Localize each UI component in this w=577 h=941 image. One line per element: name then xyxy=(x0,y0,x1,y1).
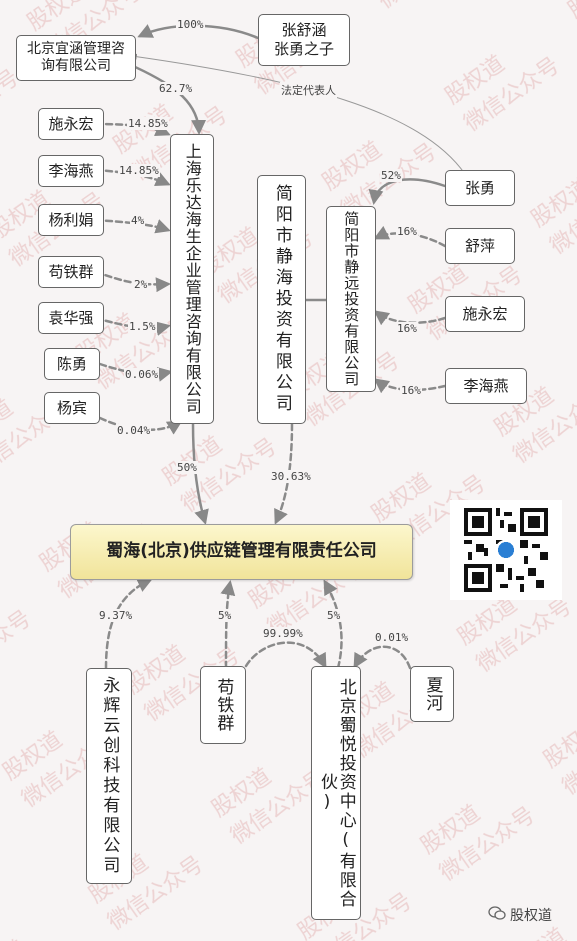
edge-zy-jyjy xyxy=(368,178,447,205)
label-50pct: 50% xyxy=(176,461,198,474)
label-0-06pct: 0.06% xyxy=(124,368,160,381)
edge-gtq2-bjsy xyxy=(244,641,327,669)
label-14-85pct-a: 14.85% xyxy=(127,117,169,130)
node-shanghai-leda[interactable]: 上海乐达海生企业管理咨询有限公司 xyxy=(170,134,214,424)
node-gou-tiequn-2[interactable]: 苟铁群 xyxy=(200,666,246,744)
edge-shld-main xyxy=(191,422,209,525)
edge-jyjh-main xyxy=(274,422,294,525)
node-shuhai-main-company[interactable]: 蜀海(北京)供应链管理有限责任公司 xyxy=(70,524,413,580)
edge-syh2-jyjy xyxy=(373,310,447,326)
edge-yhy-main xyxy=(104,578,153,670)
brand-footer: 股权道 xyxy=(488,905,552,925)
label-legal-representative: 法定代表人 xyxy=(280,82,337,98)
label-4pct: 4% xyxy=(130,214,146,227)
node-gou-tiequn-1[interactable]: 苟铁群 xyxy=(38,256,104,288)
label-16pct-c: 16% xyxy=(400,384,422,397)
node-jianyang-jinghai[interactable]: 简阳市静海投资有限公司 xyxy=(257,175,306,424)
node-zhang-shuhan[interactable]: 张舒涵 张勇之子 xyxy=(258,14,350,66)
node-shi-yonghong-2[interactable]: 施永宏 xyxy=(445,296,525,332)
qr-code-image xyxy=(464,508,548,592)
label-1-5pct: 1.5% xyxy=(128,320,157,333)
wechat-icon xyxy=(488,906,506,924)
qr-code xyxy=(450,500,562,600)
label-16pct-a: 16% xyxy=(396,225,418,238)
edge-xh-bjsy xyxy=(353,645,412,670)
edge-gtq1-shld xyxy=(94,270,171,293)
node-shi-yonghong-1[interactable]: 施永宏 xyxy=(38,108,104,140)
node-yonghui-yunchuang[interactable]: 永辉云创科技有限公司 xyxy=(86,668,132,884)
label-2pct: 2% xyxy=(133,278,149,291)
node-beijing-shuyue[interactable]: 北京蜀悦投资中心(有限合伙) xyxy=(311,666,361,920)
node-jianyang-jingyuan[interactable]: 简阳市静远投资有限公司 xyxy=(326,206,376,392)
brand-name: 股权道 xyxy=(510,908,552,924)
node-li-haiyan-1[interactable]: 李海燕 xyxy=(38,155,104,187)
node-zhang-yong[interactable]: 张勇 xyxy=(445,170,515,206)
edge-bjsy-main xyxy=(323,579,343,670)
node-li-haiyan-2[interactable]: 李海燕 xyxy=(445,368,527,404)
node-beijing-yihan[interactable]: 北京宜涵管理咨询有限公司 xyxy=(16,35,136,81)
label-99-99pct: 99.99% xyxy=(262,627,304,640)
node-xia-he[interactable]: 夏河 xyxy=(410,666,454,722)
label-9-37pct: 9.37% xyxy=(98,609,134,622)
edge-lhy2-jyjy xyxy=(373,378,447,394)
node-yuan-huaqiang[interactable]: 袁华强 xyxy=(38,302,104,334)
node-yang-bin[interactable]: 杨宾 xyxy=(44,392,100,424)
label-0-01pct: 0.01% xyxy=(374,631,410,644)
label-0-04pct: 0.04% xyxy=(116,424,152,437)
node-shu-ping[interactable]: 舒萍 xyxy=(445,228,515,264)
edge-zy-bjzh-legal xyxy=(130,53,466,175)
label-52pct: 52% xyxy=(380,169,402,182)
label-100pct: 100% xyxy=(176,18,205,31)
label-30-63pct: 30.63% xyxy=(270,470,312,483)
node-yang-lijuan[interactable]: 杨利娟 xyxy=(38,204,104,236)
label-16pct-b: 16% xyxy=(396,322,418,335)
label-5pct-a: 5% xyxy=(217,609,233,622)
label-5pct-b: 5% xyxy=(326,609,342,622)
edge-gtq2-main xyxy=(220,580,236,670)
label-62-7pct: 62.7% xyxy=(158,82,194,95)
node-chen-yong[interactable]: 陈勇 xyxy=(44,348,100,380)
label-14-85pct-b: 14.85% xyxy=(118,164,160,177)
